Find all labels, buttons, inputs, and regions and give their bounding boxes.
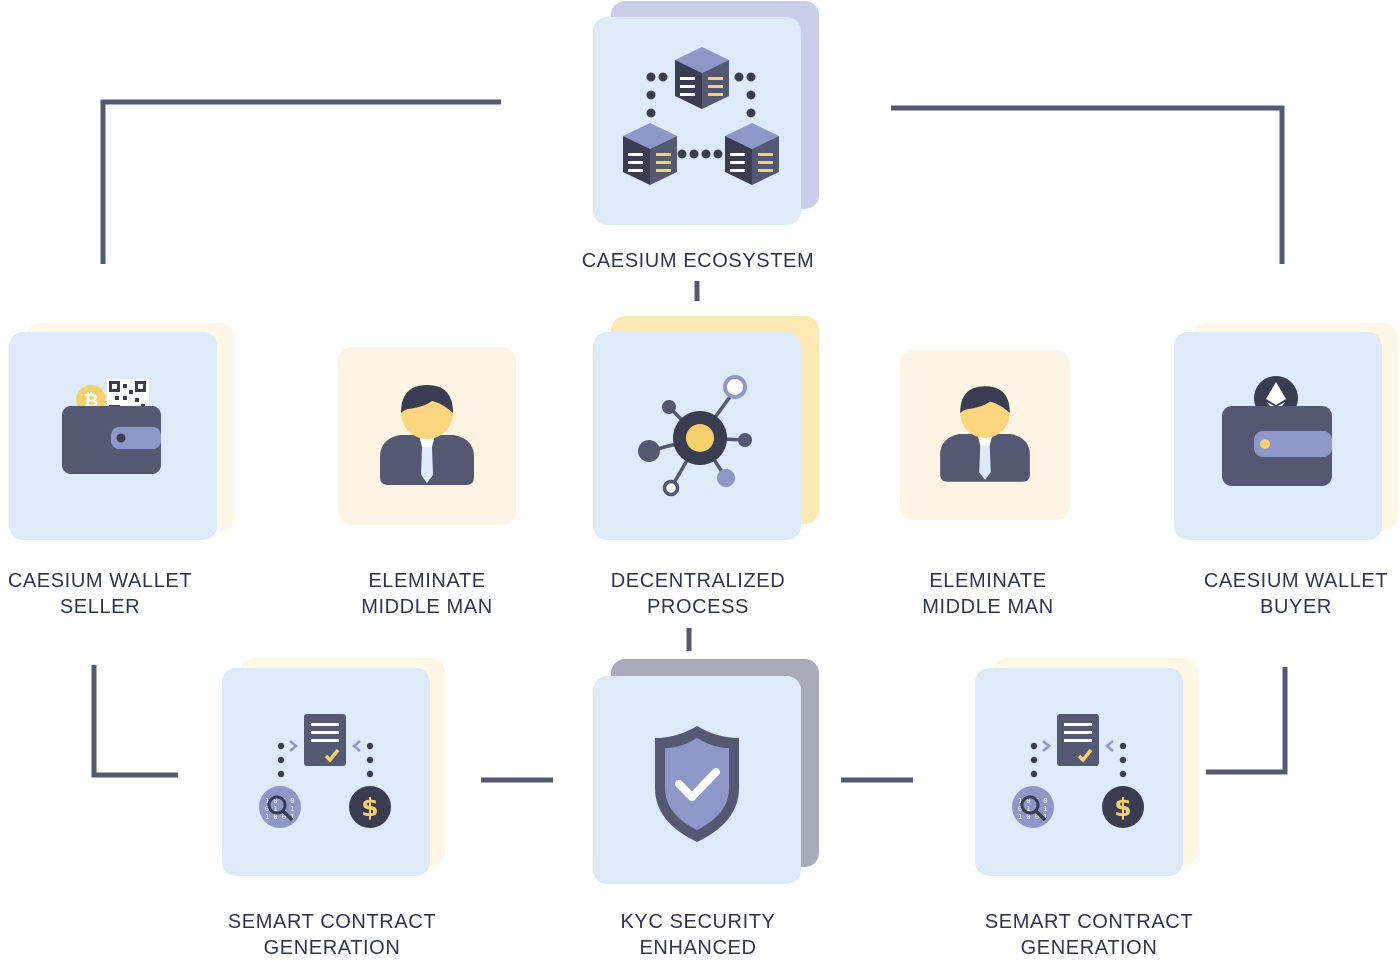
label-line: PROCESS (646, 596, 749, 618)
dollar-coin-icon (1102, 786, 1144, 828)
label-line: ELEMINATE (929, 570, 1047, 592)
label-line: MIDDLE MAN (361, 596, 493, 618)
wallet-bitcoin-qr-icon: ₿ (62, 379, 161, 474)
label-caesium-wallet-buyer: CAESIUM WALLET BUYER (1166, 568, 1400, 620)
svg-text:$: $ (1114, 793, 1131, 822)
svg-text:0 1 1 1: 0 1 1 1 (1018, 805, 1048, 813)
connector-seller-to-contract (91, 665, 178, 778)
label-eleminate-middle-man-left: ELEMINATE MIDDLE MAN (297, 568, 557, 620)
label-smart-contract-left: SEMART CONTRACT GENERATION (192, 909, 472, 961)
card-middle-man-left (338, 347, 516, 525)
card-ecosystem (593, 17, 801, 225)
label-line: SELLER (59, 596, 141, 618)
label-caesium-wallet-seller: CAESIUM WALLET SELLER (0, 568, 220, 620)
label-line: ENHANCED (639, 937, 757, 959)
label-line: DECENTRALIZED (610, 570, 786, 592)
connector-buyer-to-contract (1206, 667, 1288, 775)
label-line: ELEMINATE (368, 570, 486, 592)
label-line: SEMART CONTRACT (984, 911, 1194, 933)
label-line: CAESIUM WALLET (7, 570, 193, 592)
label-smart-contract-right: SEMART CONTRACT GENERATION (949, 909, 1229, 961)
card-kyc (593, 676, 801, 884)
person-icon (380, 385, 474, 485)
label-line: KYC SECURITY (620, 911, 776, 933)
svg-text:$: $ (361, 793, 378, 822)
smart-contract-icon: 1 0 1 00 1 1 11 0 0 1 $ (259, 714, 391, 828)
network-hub-icon (638, 375, 752, 497)
card-middle-man-right (900, 350, 1070, 520)
card-wallet-buyer (1174, 332, 1382, 540)
label-kyc-security: KYC SECURITY ENHANCED (568, 909, 828, 961)
label-eleminate-middle-man-right: ELEMINATE MIDDLE MAN (858, 568, 1118, 620)
label-line: SEMART CONTRACT (227, 911, 437, 933)
wallet-ethereum-icon (1222, 376, 1332, 486)
label-line: GENERATION (1020, 937, 1158, 959)
label-line: CAESIUM ECOSYSTEM (581, 250, 815, 272)
card-decentralized (593, 332, 801, 540)
svg-text:1 0 1 0: 1 0 1 0 (1018, 797, 1048, 805)
blockchain-network-icon (623, 47, 779, 185)
svg-text:1 0 0 1: 1 0 0 1 (265, 813, 295, 821)
label-line: CAESIUM WALLET (1203, 570, 1389, 592)
shield-check-icon (655, 726, 739, 842)
label-line: GENERATION (263, 937, 401, 959)
svg-text:0 1 1 1: 0 1 1 1 (265, 805, 295, 813)
connector-ecosystem-to-seller (100, 99, 501, 264)
svg-text:1 0 1 0: 1 0 1 0 (265, 797, 295, 805)
label-decentralized-process: DECENTRALIZED PROCESS (568, 568, 828, 620)
connector-ecosystem-to-buyer (891, 105, 1285, 264)
dollar-coin-icon (349, 786, 391, 828)
card-wallet-seller: ₿ (9, 332, 217, 540)
svg-text:1 0 0 1: 1 0 0 1 (1018, 813, 1048, 821)
label-line: MIDDLE MAN (922, 596, 1054, 618)
smart-contract-icon: 1 0 1 00 1 1 11 0 0 1 $ (1012, 714, 1144, 828)
label-caesium-ecosystem: CAESIUM ECOSYSTEM (548, 248, 848, 274)
person-icon (940, 386, 1030, 482)
label-line: BUYER (1260, 596, 1332, 618)
